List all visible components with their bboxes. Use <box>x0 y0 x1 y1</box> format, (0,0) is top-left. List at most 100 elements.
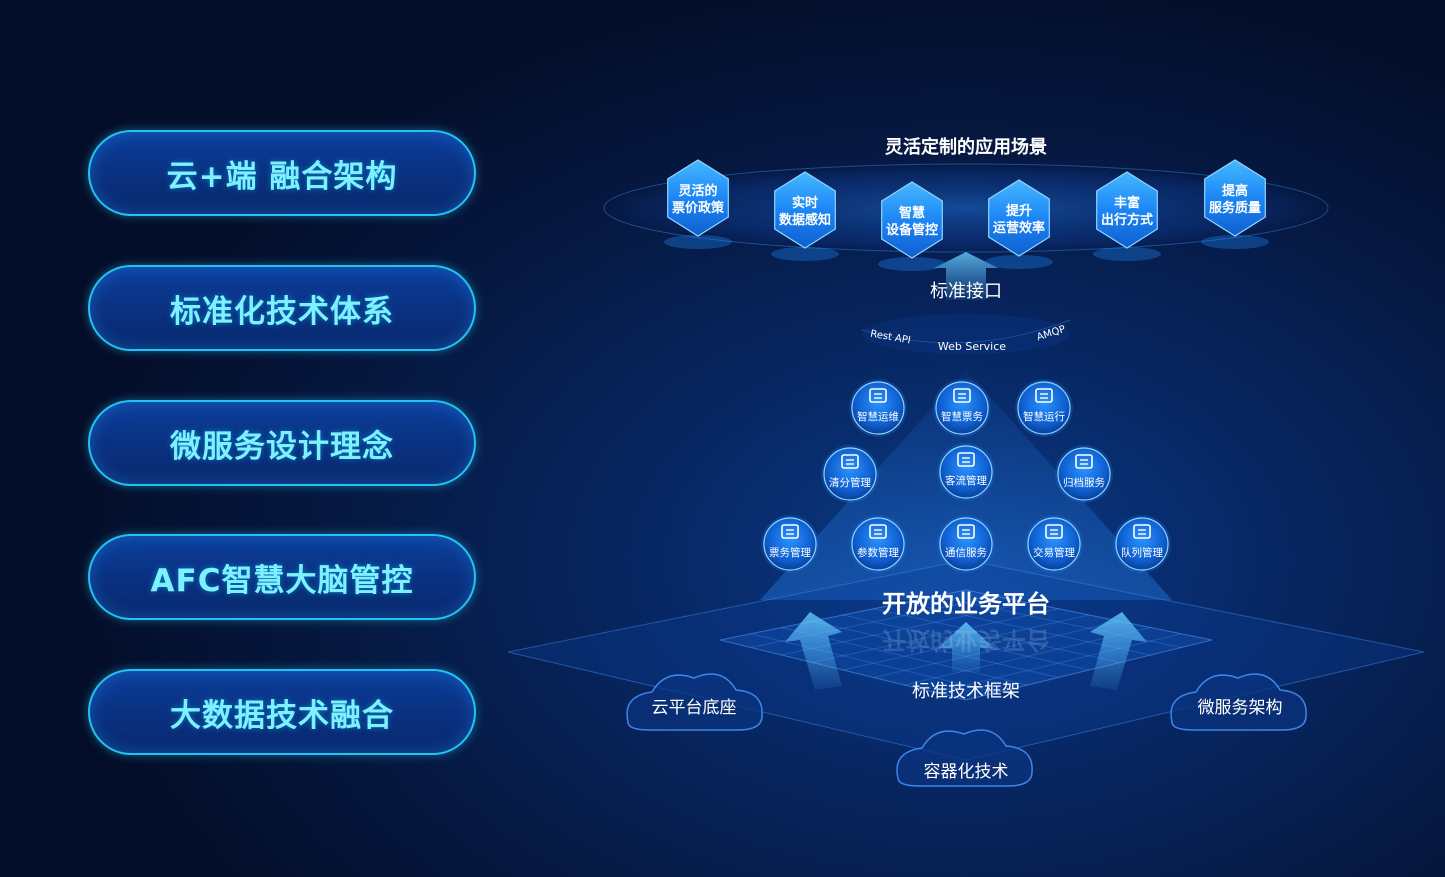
service-2: 智慧票务 <box>933 379 991 437</box>
service-7: 票务管理 <box>761 515 819 573</box>
service-label: 智慧票务 <box>941 410 983 423</box>
ticket-icon <box>781 524 799 539</box>
service-circle <box>823 447 877 501</box>
service-circle <box>851 517 905 571</box>
cloud-badge-right <box>1170 673 1307 731</box>
service-circle <box>1027 517 1081 571</box>
protocol-web: Web Service <box>938 340 1006 353</box>
scenario-label: 灵活的 <box>678 183 717 199</box>
service-label: 参数管理 <box>857 546 899 559</box>
feature-pill-standard: 标准化技术体系 <box>88 265 476 351</box>
service-label: 清分管理 <box>829 476 871 489</box>
pill-label: 标准化技术体系 <box>170 293 394 330</box>
service-9: 通信服务 <box>937 515 995 573</box>
cloud-badge-left <box>626 673 763 731</box>
right-arrow-icon <box>1090 612 1147 690</box>
people-icon <box>957 452 975 467</box>
service-label: 归档服务 <box>1063 476 1105 489</box>
service-label: 智慧运行 <box>1023 410 1065 423</box>
hexagon-shape <box>881 181 943 259</box>
archive-icon <box>1075 454 1093 469</box>
service-circle <box>1115 517 1169 571</box>
cloud-badge-center <box>896 729 1033 787</box>
left-arrow-icon <box>785 612 842 690</box>
gears-icon <box>1035 388 1053 403</box>
hexagon-shape <box>1096 171 1158 249</box>
scenario-label: 提高 <box>1222 183 1248 199</box>
scenario-label: 数据感知 <box>779 212 831 228</box>
hex-shadow <box>771 247 839 261</box>
service-10: 交易管理 <box>1025 515 1083 573</box>
service-label: 通信服务 <box>945 546 987 559</box>
platform-title: 开放的业务平台 <box>882 590 1050 618</box>
service-circle <box>939 445 993 499</box>
pill-label: 微服务设计理念 <box>170 428 394 465</box>
platform-title-reflection: 开放的业务平台 <box>882 626 1050 654</box>
pill-label: AFC智慧大脑管控 <box>150 562 414 599</box>
hexagon-shape <box>667 159 729 237</box>
scenario-label: 提升 <box>1006 203 1032 219</box>
scenario-label: 设备管控 <box>886 222 938 238</box>
foundation-microservice-label: 微服务架构 <box>1198 698 1283 718</box>
interface-label: 标准接口 <box>930 281 1002 302</box>
hex-shadow <box>1093 247 1161 261</box>
hand-icon <box>1133 524 1151 539</box>
service-4: 清分管理 <box>821 445 879 503</box>
feature-pill-afc: AFC智慧大脑管控 <box>88 534 476 620</box>
service-3: 智慧运行 <box>1015 379 1073 437</box>
yen-doc-icon <box>841 454 859 469</box>
center-arrow-icon <box>938 622 994 672</box>
scenario-label: 实时 <box>792 195 818 211</box>
hexagon-shape <box>1204 159 1266 237</box>
service-label: 客流管理 <box>945 474 987 487</box>
protocol-arc <box>861 319 1071 344</box>
hex-shadow <box>664 235 732 249</box>
service-circle <box>763 517 817 571</box>
service-1: 智慧运维 <box>849 379 907 437</box>
service-label: 智慧运维 <box>857 410 899 423</box>
service-circle <box>939 517 993 571</box>
service-circle <box>1057 447 1111 501</box>
scenario-label: 运营效率 <box>993 220 1045 236</box>
foundation-cloud-label: 云平台底座 <box>652 698 737 718</box>
service-5: 客流管理 <box>937 443 995 501</box>
foundation-container-label: 容器化技术 <box>924 762 1009 782</box>
pill-label: 云+端 融合架构 <box>166 158 398 195</box>
hexagon-shape <box>774 171 836 249</box>
scenario-label: 票价政策 <box>672 200 725 216</box>
service-label: 票务管理 <box>769 546 811 559</box>
service-label: 交易管理 <box>1033 546 1075 559</box>
scenario-title: 灵活定制的应用场景 <box>885 136 1047 158</box>
wrench-icon <box>869 388 887 403</box>
service-8: 参数管理 <box>849 515 907 573</box>
feature-pill-cloud: 云+端 融合架构 <box>88 130 476 216</box>
service-circle <box>851 381 905 435</box>
coins-icon <box>1045 524 1063 539</box>
scenario-label: 服务质量 <box>1209 200 1261 216</box>
service-11: 队列管理 <box>1113 515 1171 573</box>
hex-shadow <box>985 255 1053 269</box>
list-icon <box>869 524 887 539</box>
scenario-label: 丰富 <box>1114 195 1140 211</box>
service-label: 队列管理 <box>1121 546 1163 559</box>
scenario-label: 智慧 <box>899 205 925 221</box>
service-6: 归档服务 <box>1055 445 1113 503</box>
service-circle <box>1017 381 1071 435</box>
scenario-hexagons: 灵活的票价政策实时数据感知智慧设备管控提升运营效率丰富出行方式提高服务质量 <box>664 159 1269 271</box>
hex-shadow <box>878 257 946 271</box>
pill-label: 大数据技术融合 <box>170 697 394 734</box>
ticket-doc-icon <box>953 388 971 403</box>
framework-label: 标准技术框架 <box>912 681 1020 702</box>
up-arrow-icon <box>934 252 998 300</box>
scenario-label: 出行方式 <box>1101 212 1153 228</box>
service-circle <box>935 381 989 435</box>
hexagon-shape <box>988 179 1050 257</box>
